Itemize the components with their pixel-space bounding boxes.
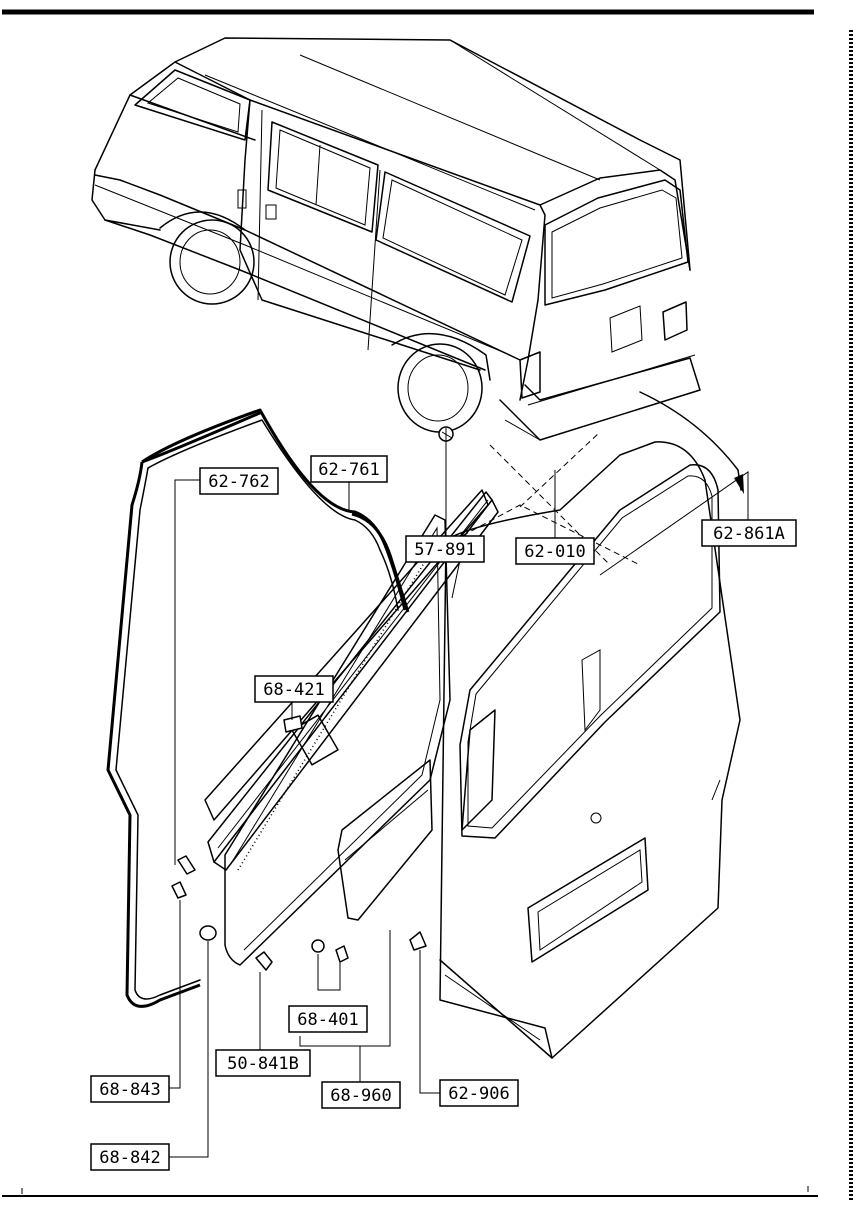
callout-50-841B: 50-841B xyxy=(215,1049,311,1077)
label-68-842: 68-842 xyxy=(99,1148,160,1168)
label-62-010: 62-010 xyxy=(524,542,585,562)
callout-62-762: 62-762 xyxy=(199,467,279,495)
detail-arrow xyxy=(639,391,742,491)
detail-arrowhead xyxy=(734,474,744,494)
rear-glass xyxy=(461,709,496,831)
door-panel-62-010 xyxy=(439,431,741,1059)
label-68-421: 68-421 xyxy=(263,680,324,700)
callout-57-891: 57-891 xyxy=(405,535,485,563)
fasteners xyxy=(171,426,454,971)
label-68-401: 68-401 xyxy=(297,1010,358,1030)
callout-68-842: 68-842 xyxy=(90,1143,170,1171)
callout-68-843: 68-843 xyxy=(90,1075,170,1103)
label-62-761: 62-761 xyxy=(318,460,379,480)
label-50-841B: 50-841B xyxy=(227,1054,299,1074)
label-62-861A: 62-861A xyxy=(713,524,785,544)
label-62-762: 62-762 xyxy=(208,472,269,492)
label-62-906: 62-906 xyxy=(448,1084,509,1104)
label-68-843: 68-843 xyxy=(99,1080,160,1100)
label-57-891: 57-891 xyxy=(414,540,475,560)
sealer-tape xyxy=(204,489,489,821)
callout-68-401: 68-401 xyxy=(288,1005,368,1033)
callout-62-010: 62-010 xyxy=(515,537,595,565)
callout-68-960: 68-960 xyxy=(321,1081,401,1109)
callout-68-421: 68-421 xyxy=(254,675,334,703)
callout-62-906: 62-906 xyxy=(439,1079,519,1107)
van-illustration xyxy=(91,37,701,441)
callout-62-861A: 62-861A xyxy=(701,519,797,547)
trim-panel-68-960 xyxy=(224,514,451,966)
label-68-960: 68-960 xyxy=(330,1086,391,1106)
callout-62-761: 62-761 xyxy=(310,455,388,483)
weatherstrip-62-761 xyxy=(106,408,410,1008)
